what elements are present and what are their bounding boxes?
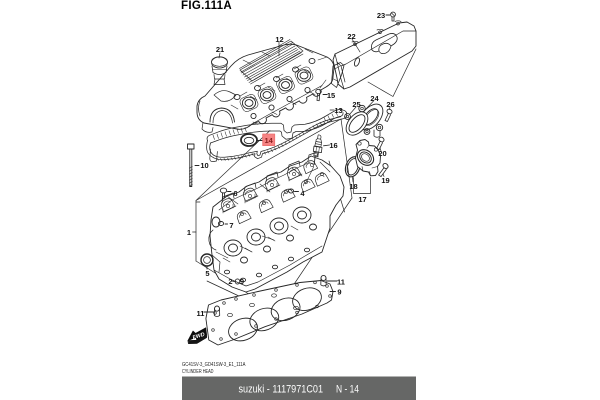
svg-text:14: 14 [265,136,274,145]
svg-text:N - 14: N - 14 [336,383,359,395]
svg-text:GC41SV-3_GD41SW-3_E1_111A: GC41SV-3_GD41SW-3_E1_111A [182,362,246,368]
svg-text:22: 22 [347,32,355,41]
svg-text:21: 21 [216,45,224,54]
svg-text:17: 17 [358,195,366,204]
svg-text:5: 5 [205,269,209,278]
svg-text:1: 1 [187,228,191,237]
svg-text:10: 10 [200,161,208,170]
svg-text:25: 25 [352,100,360,109]
svg-text:FWD: FWD [192,332,206,341]
svg-text:6: 6 [233,189,237,198]
svg-text:FIG.111A: FIG.111A [181,0,232,12]
svg-text:11: 11 [197,309,205,318]
svg-text:13: 13 [334,106,342,115]
svg-text:19: 19 [381,176,389,185]
svg-text:7: 7 [229,221,233,230]
svg-text:suzuki - 1117971C01: suzuki - 1117971C01 [239,383,324,395]
svg-text:23: 23 [377,11,385,20]
svg-text:9: 9 [240,277,244,286]
svg-text:2: 2 [228,277,232,286]
svg-text:20: 20 [378,149,386,158]
svg-text:24: 24 [370,94,379,103]
svg-text:9: 9 [337,288,341,297]
svg-text:4: 4 [300,189,305,198]
svg-text:12: 12 [275,35,283,44]
svg-text:CYLINDER HEAD: CYLINDER HEAD [182,369,214,375]
svg-text:18: 18 [349,182,357,191]
svg-text:26: 26 [386,100,394,109]
svg-text:11: 11 [337,278,345,287]
svg-text:16: 16 [329,141,337,150]
svg-text:15: 15 [327,91,335,100]
